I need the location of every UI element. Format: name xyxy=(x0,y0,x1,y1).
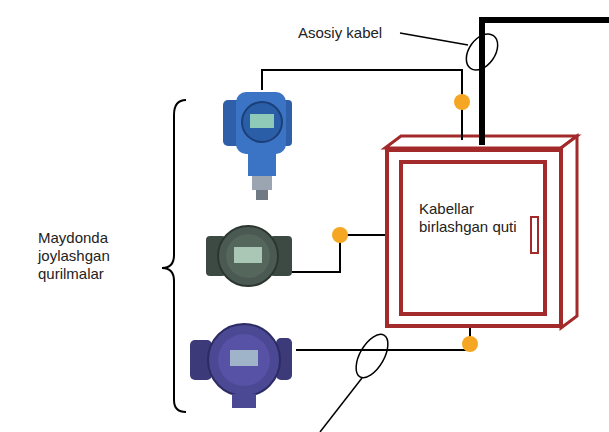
cable-label: Asosiy kabel xyxy=(298,24,382,42)
connector-dot xyxy=(462,336,478,352)
field-device xyxy=(190,324,292,408)
leader-line xyxy=(400,33,468,45)
box-door xyxy=(399,160,547,316)
group-label: Maydonda joylashgan qurilmalar xyxy=(38,229,156,283)
cable-ring xyxy=(460,28,504,76)
box-side xyxy=(561,136,577,328)
leader-line xyxy=(320,378,362,432)
field-device xyxy=(206,226,292,286)
connector-dot xyxy=(454,94,470,110)
door-handle xyxy=(530,216,539,254)
junction-box: Kabellar birlashgan quti xyxy=(385,148,563,328)
main-cable xyxy=(482,20,609,145)
pressure-transmitter xyxy=(223,92,292,200)
cable-ring xyxy=(350,329,395,383)
connector-dot xyxy=(332,227,348,243)
curly-bracket xyxy=(162,100,186,412)
box-label: Kabellar birlashgan quti xyxy=(419,200,519,236)
text-area: Kabellar birlashgan quti xyxy=(419,200,519,236)
wire xyxy=(296,326,470,350)
